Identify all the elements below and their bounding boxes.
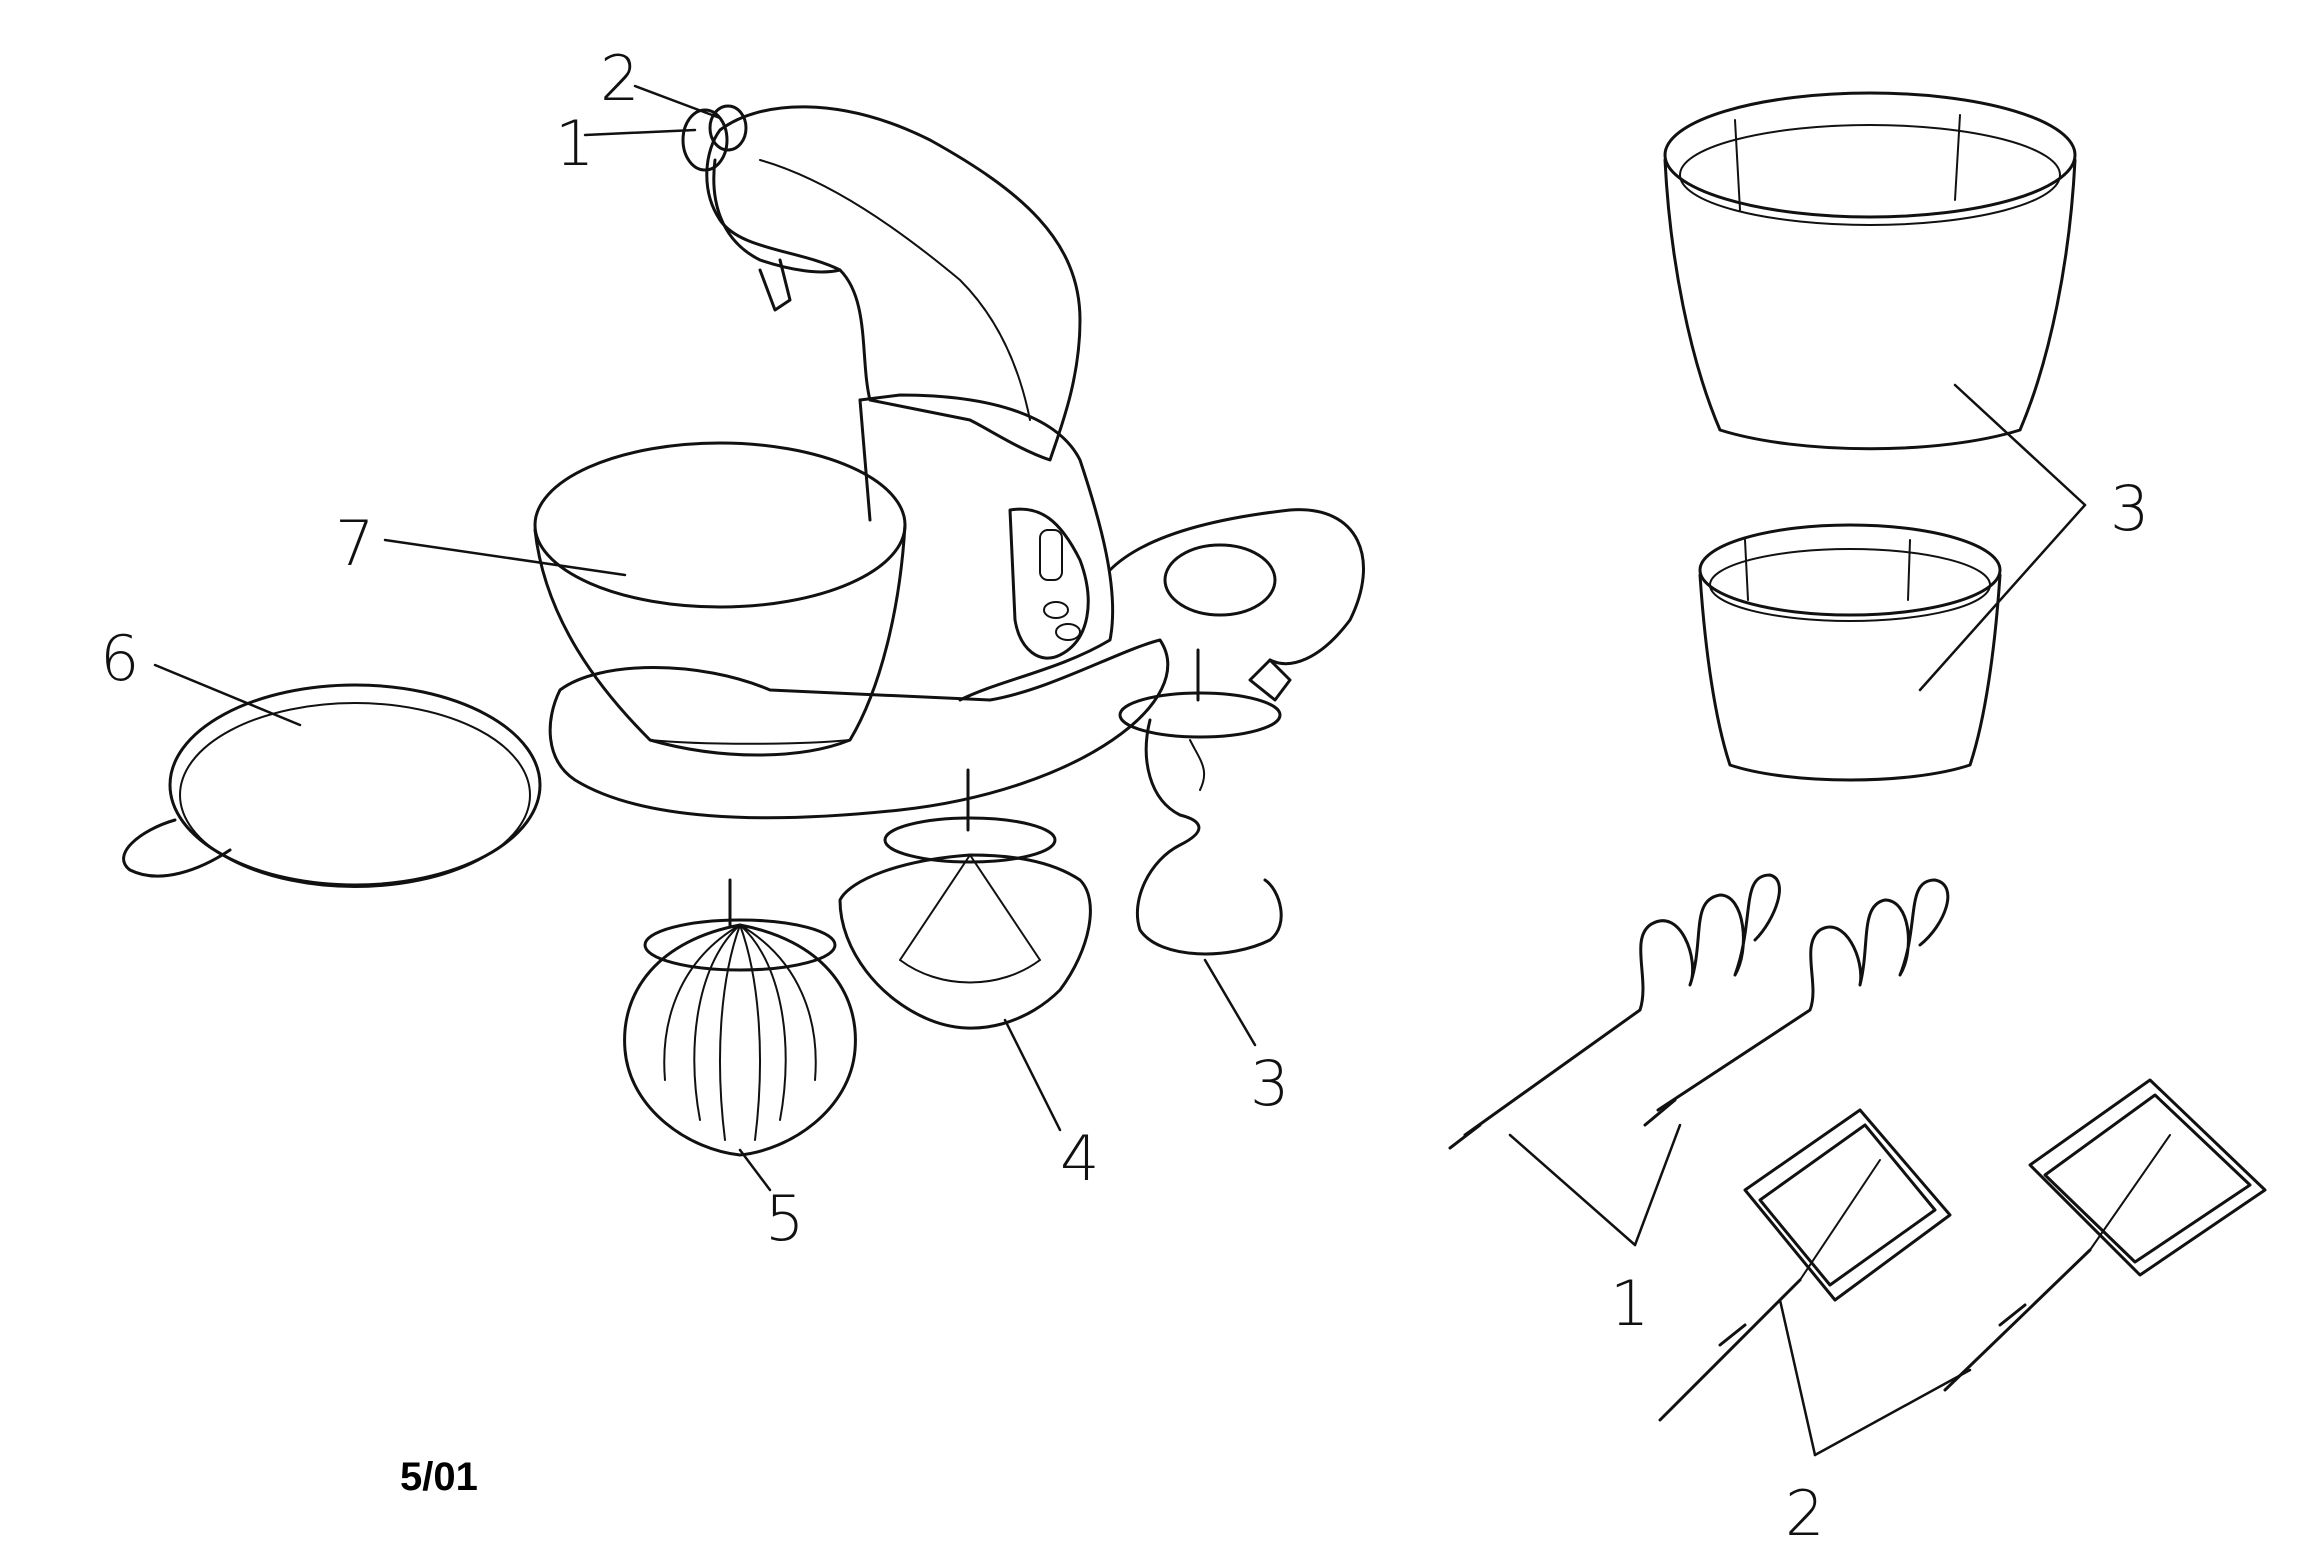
pouring-shield: [122, 683, 542, 888]
date-code: 5/01: [400, 1455, 478, 1499]
callout-2: 2: [600, 42, 639, 115]
callout-3: 3: [1250, 1047, 1289, 1120]
dough-hook: [1118, 648, 1283, 956]
callout-7: 7: [335, 507, 374, 580]
callout-6: 6: [100, 622, 139, 695]
hand-mixer-beaters: [1658, 1078, 2267, 1422]
wire-whisk: [623, 878, 857, 1157]
callout-beaters: 2: [1785, 1477, 1824, 1550]
hand-mixer-dough-hooks: [1448, 873, 1950, 1150]
callout-bowls: 3: [2110, 472, 2149, 545]
callout-labels: 2 1 3 4 5 6 7 3 1 2: [100, 42, 2149, 1550]
stand-mixer: [533, 104, 1365, 820]
large-bowl: [1663, 91, 2077, 451]
callout-1: 1: [555, 107, 594, 180]
flat-beater: [838, 768, 1092, 1030]
callout-dough-hooks: 1: [1610, 1267, 1649, 1340]
leader-lines: [153, 84, 2087, 1457]
callout-5: 5: [765, 1182, 804, 1255]
callout-4: 4: [1060, 1122, 1099, 1195]
small-bowl: [1698, 523, 2002, 782]
